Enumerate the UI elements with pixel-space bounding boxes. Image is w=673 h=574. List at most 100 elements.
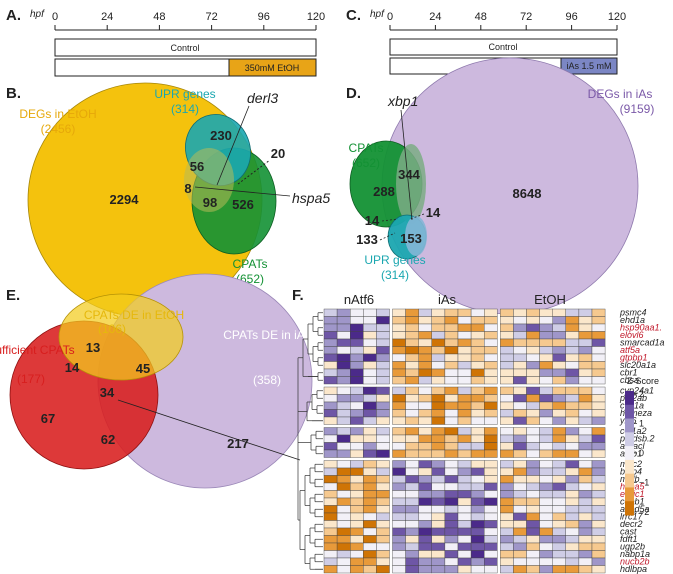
heatmap-cell bbox=[591, 449, 606, 458]
heatmap-cell bbox=[457, 394, 472, 403]
heatmap-cell bbox=[323, 346, 338, 355]
heatmap-cell bbox=[444, 409, 459, 418]
heatmap-cell bbox=[578, 442, 593, 451]
heatmap-cell bbox=[500, 346, 514, 355]
heatmap-cell bbox=[578, 557, 593, 566]
heatmap-cell bbox=[431, 475, 446, 484]
heatmap-cell bbox=[526, 497, 540, 506]
zscore-legend-segment bbox=[625, 459, 634, 475]
heatmap-cell bbox=[565, 565, 580, 574]
heatmap-cell bbox=[392, 520, 406, 529]
heatmap-cell bbox=[526, 434, 540, 443]
venn-b-count-upr: (314) bbox=[171, 102, 199, 116]
heatmap-cell bbox=[539, 512, 553, 521]
heatmap-cell bbox=[513, 434, 527, 443]
heatmap-cell bbox=[565, 401, 580, 410]
heatmap-cell bbox=[405, 376, 419, 385]
heatmap-cell bbox=[539, 542, 553, 551]
venn-d-region-cpats-ias: 344 bbox=[398, 167, 420, 182]
heatmap-cell bbox=[539, 376, 553, 385]
venn-e-label-sufficient: Sufficient CPATs bbox=[0, 343, 75, 357]
axis-tick-label: 72 bbox=[205, 11, 217, 23]
heatmap-cell bbox=[457, 376, 472, 385]
venn-e-leader-to-heatmap bbox=[117, 399, 301, 461]
heatmap-cell bbox=[418, 316, 433, 325]
heatmap-cell bbox=[376, 368, 390, 377]
heatmap-cell bbox=[526, 475, 540, 484]
panel-b: B. DEGs in EtOH (2456) UPR genes (314) C… bbox=[6, 82, 330, 318]
heatmap-cell bbox=[392, 550, 406, 559]
heatmap-cell bbox=[405, 308, 419, 317]
heatmap-cell bbox=[500, 323, 514, 332]
heatmap-cell bbox=[350, 497, 364, 506]
heatmap-cell bbox=[484, 512, 498, 521]
heatmap-cell bbox=[500, 449, 514, 458]
heatmap-cell bbox=[552, 505, 567, 514]
heatmap-cell bbox=[363, 338, 377, 347]
heatmap-cell bbox=[444, 490, 459, 499]
heatmap-cell bbox=[500, 542, 514, 551]
heatmap-cell bbox=[350, 368, 364, 377]
venn-e-region-sufficient-ias: 62 bbox=[101, 432, 115, 447]
heatmap-cell bbox=[405, 520, 419, 529]
heatmap-gene-label: cbr1 bbox=[620, 368, 638, 378]
heatmap-cell bbox=[591, 401, 606, 410]
heatmap-cell bbox=[513, 386, 527, 395]
heatmap-cell bbox=[431, 316, 446, 325]
heatmap-cell bbox=[336, 409, 351, 418]
panel-e: E. CPATs DE in EtOH (106) Sufficient CPA… bbox=[0, 273, 313, 489]
heatmap-cell bbox=[323, 542, 338, 551]
heatmap-cell bbox=[444, 535, 459, 544]
heatmap-cell bbox=[392, 527, 406, 536]
heatmap-gene-label: elovl6 bbox=[620, 330, 644, 340]
heatmap-gene-label: decr2 bbox=[620, 519, 643, 529]
zscore-legend-segment bbox=[625, 418, 634, 433]
venn-d-count-upr: (314) bbox=[381, 268, 409, 282]
heatmap-cell bbox=[336, 361, 351, 370]
heatmap-cell bbox=[405, 316, 419, 325]
heatmap-cell bbox=[431, 442, 446, 451]
heatmap-cell bbox=[565, 376, 580, 385]
heatmap-cell bbox=[565, 409, 580, 418]
heatmap-cell bbox=[513, 331, 527, 340]
heatmap-cell bbox=[578, 416, 593, 425]
heatmap-cell bbox=[444, 550, 459, 559]
heatmap-cell bbox=[484, 409, 498, 418]
heatmap-cell bbox=[350, 323, 364, 332]
heatmap-cell bbox=[444, 442, 459, 451]
heatmap-cell bbox=[552, 331, 567, 340]
heatmap-cell bbox=[336, 434, 351, 443]
heatmap-cell bbox=[578, 542, 593, 551]
heatmap-cell bbox=[526, 557, 540, 566]
heatmap-cell bbox=[363, 346, 377, 355]
heatmap-cell bbox=[513, 557, 527, 566]
heatmap-cell bbox=[457, 527, 472, 536]
heatmap-cell bbox=[392, 482, 406, 491]
heatmap-cell bbox=[484, 331, 498, 340]
heatmap-cell bbox=[336, 394, 351, 403]
heatmap-cell bbox=[513, 316, 527, 325]
heatmap-cell bbox=[526, 323, 540, 332]
heatmap-cell bbox=[323, 557, 338, 566]
heatmap-cell bbox=[539, 482, 553, 491]
heatmap-grid bbox=[323, 308, 606, 574]
heatmap-cell bbox=[470, 376, 485, 385]
heatmap-cell bbox=[405, 490, 419, 499]
heatmap-cell bbox=[470, 323, 485, 332]
heatmap-cell bbox=[363, 460, 377, 469]
heatmap-cell bbox=[405, 409, 419, 418]
heatmap-cell bbox=[565, 323, 580, 332]
venn-e-region-ias-only: 217 bbox=[227, 436, 249, 451]
heatmap-cell bbox=[565, 527, 580, 536]
heatmap-cell bbox=[539, 386, 553, 395]
heatmap-cell bbox=[552, 565, 567, 574]
heatmap-cell bbox=[392, 376, 406, 385]
heatmap-cell bbox=[565, 475, 580, 484]
heatmap-cell bbox=[484, 394, 498, 403]
heatmap-cell bbox=[418, 505, 433, 514]
heatmap-cell bbox=[470, 386, 485, 395]
heatmap-cell bbox=[470, 442, 485, 451]
panel-d: D. DEGs in iAs (9159) CPATs (652) UPR ge… bbox=[346, 57, 654, 315]
